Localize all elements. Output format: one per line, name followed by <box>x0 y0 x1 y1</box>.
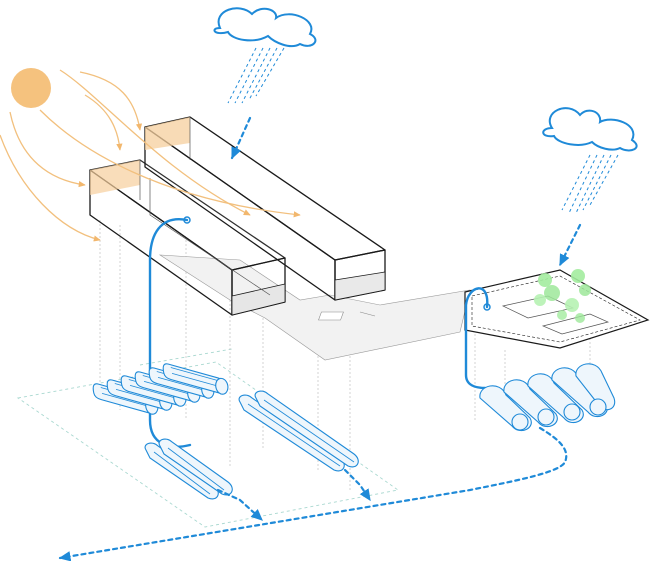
rain-icon <box>558 154 619 267</box>
cloud-icon <box>542 107 638 152</box>
vegetation-icon <box>534 269 591 323</box>
green-roof-deck <box>464 269 650 349</box>
sun-icon <box>11 68 51 108</box>
cistern-icon <box>144 438 233 500</box>
building-front-volume <box>89 159 286 316</box>
rain-icon <box>227 47 285 160</box>
sun-rays <box>0 69 301 242</box>
cistern-icon <box>479 363 616 432</box>
water-flow-arrow-icon <box>58 426 568 561</box>
building-back-volume <box>144 116 386 301</box>
cistern-icon <box>238 390 359 472</box>
cloud-icon <box>213 7 317 48</box>
ground-plane <box>158 254 471 361</box>
